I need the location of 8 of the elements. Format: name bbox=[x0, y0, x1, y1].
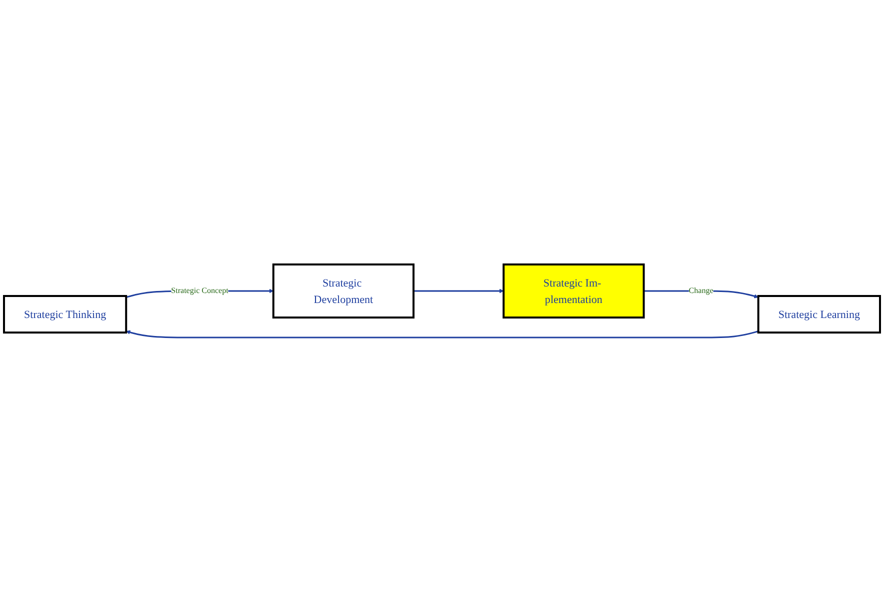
arrow bbox=[414, 288, 504, 294]
arrow bbox=[126, 330, 759, 338]
node-box bbox=[757, 295, 881, 334]
edge-label: Strategic Concept bbox=[171, 286, 228, 295]
edge-label: Change bbox=[688, 286, 714, 295]
node-box bbox=[272, 263, 415, 319]
node-box bbox=[502, 263, 645, 319]
node-box bbox=[3, 295, 128, 334]
